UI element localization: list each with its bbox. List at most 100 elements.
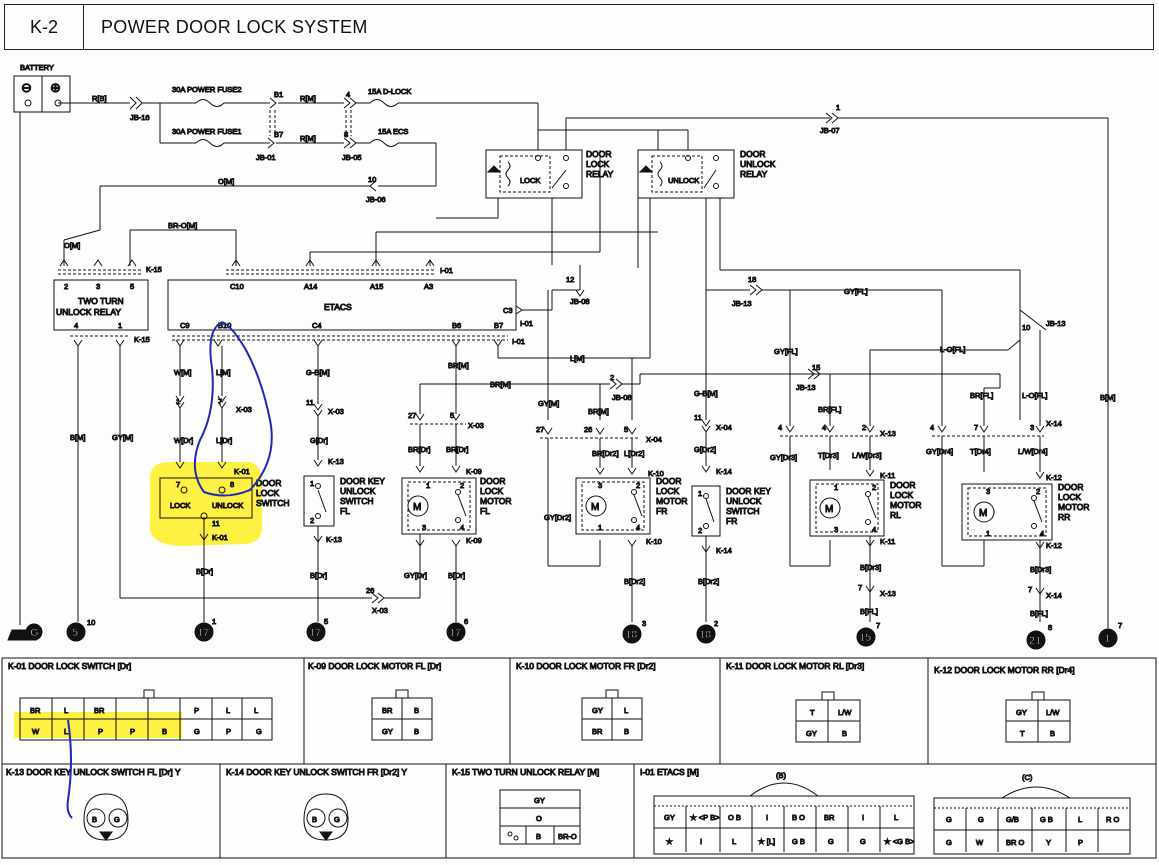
junction-k14: K-14 bbox=[716, 467, 732, 476]
k10-c3: BR bbox=[592, 727, 603, 736]
fuse1-label: 30A POWER FUSE1 bbox=[172, 127, 242, 136]
junction-jb13c: JB-13 bbox=[1046, 319, 1066, 328]
lock-relay-inner-label: LOCK bbox=[520, 176, 540, 185]
etacs-pin-c3: C3 bbox=[503, 306, 513, 315]
junction-x04: X-04 bbox=[646, 435, 662, 444]
wire-label-gdr2: G[Dr2] bbox=[694, 445, 716, 454]
k09-title: K-09 DOOR LOCK MOTOR FL [Dr] bbox=[308, 661, 441, 671]
mrr-pin-1: 1 bbox=[986, 529, 990, 538]
k09-c3: GY bbox=[382, 727, 393, 736]
junction-k15b: K-15 bbox=[134, 335, 150, 344]
k14-c2: G bbox=[334, 815, 340, 824]
door-lock-motor-fl bbox=[401, 477, 477, 535]
k10-title: K-10 DOOR LOCK MOTOR FR [Dr2] bbox=[516, 661, 656, 671]
ground-1: 1 bbox=[1104, 633, 1110, 645]
pin-26: 26 bbox=[366, 586, 374, 595]
junction-i01: I-01 bbox=[440, 266, 453, 275]
k10-c1: GY bbox=[592, 706, 603, 715]
pen-annotation-line bbox=[66, 719, 73, 819]
i01-c-r1c2: G bbox=[978, 815, 984, 824]
k15-c2: O bbox=[536, 814, 542, 823]
i01-c-r2c2: W bbox=[976, 838, 984, 847]
k13-title: K-13 DOOR KEY UNLOCK SWITCH FL [Dr] Y bbox=[6, 767, 181, 777]
i01-b-r2c2: I bbox=[700, 837, 702, 846]
k12-c4: B bbox=[1050, 729, 1055, 738]
i01-b-r1c7: I bbox=[862, 813, 864, 822]
junction-k10b: K-10 bbox=[646, 537, 662, 546]
ground-5-icon bbox=[66, 622, 86, 642]
k11-c2: L/W bbox=[838, 708, 852, 717]
k01-r1c2: L bbox=[64, 706, 68, 715]
wire-label-bdr4: B[Dr2] bbox=[624, 577, 645, 586]
junction-jb16: JB-16 bbox=[130, 113, 150, 122]
pin-b1: B1 bbox=[274, 90, 283, 99]
junction-k12: K-12 bbox=[1046, 473, 1062, 482]
ground-5: 5 bbox=[72, 627, 78, 639]
ground-g: G bbox=[30, 627, 39, 639]
ground-18a-icon bbox=[622, 624, 642, 644]
i01-b-r1c6: BR bbox=[824, 813, 835, 822]
k15-c1: GY bbox=[534, 796, 545, 805]
k15-c3: B bbox=[536, 832, 541, 841]
wire-label-gydr4: GY[Dr4] bbox=[926, 447, 953, 456]
door-lock-motor-fr bbox=[575, 477, 651, 535]
mrr-pin-2: 2 bbox=[1036, 487, 1040, 496]
wire-label-wdr: W[Dr] bbox=[174, 436, 193, 445]
k15-connector: GY O B BR-O bbox=[499, 789, 581, 845]
i01-b-r2c3: L bbox=[732, 837, 736, 846]
ground-15-icon bbox=[856, 627, 876, 647]
mfr-pin-1: 1 bbox=[598, 523, 602, 532]
k11-connector: T L/W GY B bbox=[795, 691, 861, 743]
mfr-pin-4: 4 bbox=[636, 523, 640, 532]
i01-b-r1c1: GY bbox=[664, 813, 675, 822]
pin-15: 15 bbox=[812, 363, 820, 372]
wire-label-gydr2: GY[Dr2] bbox=[544, 513, 571, 522]
k09-connector: BR B GY B bbox=[371, 689, 433, 741]
i01-b-r1c2: ★ <P B> bbox=[690, 813, 720, 822]
wire-label-bfl: B[FL] bbox=[860, 607, 878, 616]
junction-jb05: JB-05 bbox=[342, 153, 362, 162]
pin-12: 12 bbox=[566, 275, 574, 284]
junction-x03d: X-03 bbox=[468, 421, 484, 430]
pin-2: 2 bbox=[610, 373, 614, 382]
etacs-pin-a3: A3 bbox=[424, 282, 433, 291]
pen-annotation-loop bbox=[193, 321, 273, 497]
pin-5b: 5 bbox=[624, 425, 628, 434]
two-turn-unlock-relay bbox=[53, 279, 149, 331]
ground-15-pin: 7 bbox=[876, 621, 880, 630]
etacs-pin-a15: A15 bbox=[370, 282, 383, 291]
pin-3: 3 bbox=[1030, 423, 1034, 432]
motor-fl-icon bbox=[407, 495, 429, 517]
wire-label-rm2: R[M] bbox=[300, 134, 316, 143]
pin-8: 8 bbox=[344, 130, 348, 139]
pin-27: 27 bbox=[408, 411, 416, 420]
motor-fr-icon bbox=[585, 495, 607, 517]
wire-label-brm-2: BR[M] bbox=[490, 380, 511, 389]
ground-17c-icon bbox=[446, 622, 466, 642]
ttur-pin-4: 4 bbox=[74, 321, 78, 330]
wire-label-gym-2: GY[M] bbox=[538, 399, 559, 408]
k14-c1: B bbox=[312, 815, 317, 824]
k14-title: K-14 DOOR KEY UNLOCK SWITCH FR [Dr2] Y bbox=[226, 767, 407, 777]
junction-x04b: X-04 bbox=[716, 423, 732, 432]
pin-11b: 11 bbox=[694, 413, 702, 422]
ground-15: 15 bbox=[859, 632, 871, 644]
dls-lock-label: LOCK bbox=[170, 501, 190, 510]
k12-c2: L/W bbox=[1046, 708, 1060, 717]
wire-label-bdr6: B[Dr3] bbox=[860, 563, 881, 572]
junction-k10: K-10 bbox=[648, 469, 664, 478]
pin-1b: 1 bbox=[176, 397, 180, 406]
mrl-pin-1: 1 bbox=[834, 483, 838, 492]
junction-jb13b: JB-13 bbox=[796, 383, 816, 392]
junction-i01c: I-01 bbox=[512, 337, 525, 346]
wire-label-brfl: BR[FL] bbox=[818, 405, 841, 414]
k01-connector: BR L BR P L L W L P P B G P G bbox=[19, 689, 273, 741]
i01-c-r2c5: P bbox=[1078, 838, 1083, 847]
dkfr-pin-1: 1 bbox=[698, 489, 702, 498]
k01-title: K-01 DOOR LOCK SWITCH [Dr] bbox=[8, 661, 131, 671]
etacs-pin-c9: C9 bbox=[180, 321, 190, 330]
k09-c1: BR bbox=[382, 706, 393, 715]
